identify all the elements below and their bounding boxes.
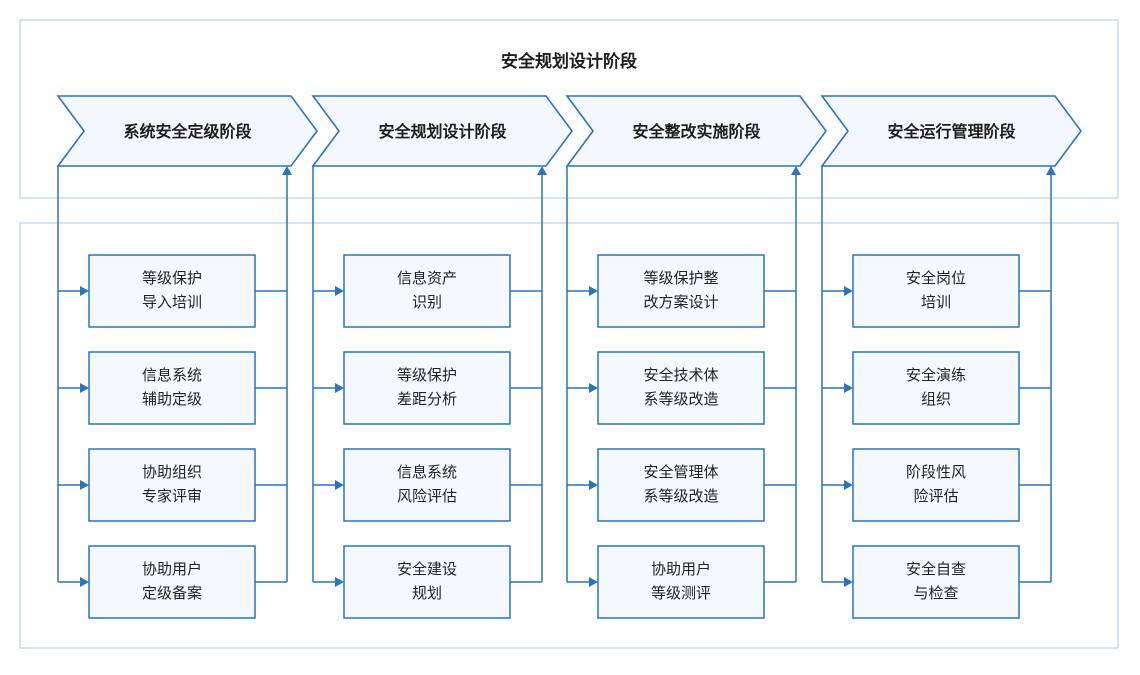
right-arrow-icon: [80, 577, 89, 587]
step-card-line: 与检查: [913, 584, 958, 602]
step-card-line: 组织: [921, 390, 951, 408]
step-card: [597, 545, 765, 619]
step-card: [852, 545, 1020, 619]
step-card: [852, 254, 1020, 328]
stage-label: 安全运行管理阶段: [887, 122, 1016, 141]
step-card: [597, 254, 765, 328]
stage-label: 安全规划设计阶段: [378, 122, 507, 141]
step-card: [852, 448, 1020, 522]
step-card-line: 培训: [921, 293, 951, 311]
step-card-line: 信息系统: [142, 366, 202, 384]
step-card-line: 协助用户: [142, 560, 202, 578]
step-card-line: 等级保护: [397, 366, 457, 384]
step-card-line: 等级测评: [651, 584, 711, 602]
step-card-line: 安全技术体: [643, 366, 718, 384]
step-card: [343, 545, 511, 619]
right-arrow-icon: [589, 383, 598, 393]
stage-chevron: [820, 95, 1082, 167]
stage-chevron: [565, 95, 827, 167]
step-card-line: 定级备案: [142, 584, 202, 602]
step-card: [343, 448, 511, 522]
diagram-title: 安全规划设计阶段: [501, 51, 637, 72]
right-arrow-icon: [589, 286, 598, 296]
step-card-line: 系等级改造: [643, 487, 718, 505]
right-arrow-icon: [844, 577, 853, 587]
stage-chevron: [56, 95, 318, 167]
step-card-line: 导入培训: [142, 293, 202, 311]
step-card-line: 辅助定级: [142, 390, 202, 408]
step-card-line: 信息系统: [397, 463, 457, 481]
right-arrow-icon: [589, 480, 598, 490]
up-arrow-icon: [791, 166, 801, 175]
right-arrow-icon: [335, 577, 344, 587]
step-card: [343, 254, 511, 328]
step-card-line: 信息资产: [397, 269, 457, 287]
right-arrow-icon: [80, 383, 89, 393]
up-arrow-icon: [282, 166, 292, 175]
right-arrow-icon: [589, 577, 598, 587]
step-card-line: 安全建设: [397, 560, 457, 578]
stage-label: 系统安全定级阶段: [123, 122, 252, 141]
step-card-line: 险评估: [913, 487, 958, 505]
right-arrow-icon: [80, 286, 89, 296]
step-card: [852, 351, 1020, 425]
stage-column-3: 安全整改实施阶段等级保护整改方案设计安全技术体系等级改造安全管理体系等级改造协助…: [565, 95, 827, 619]
right-arrow-icon: [844, 480, 853, 490]
up-arrow-icon: [537, 166, 547, 175]
step-card-line: 等级保护: [142, 269, 202, 287]
step-card-line: 风险评估: [397, 487, 457, 505]
step-card: [343, 351, 511, 425]
step-card-line: 协助组织: [142, 463, 202, 481]
right-arrow-icon: [844, 286, 853, 296]
right-arrow-icon: [80, 480, 89, 490]
step-card-line: 安全管理体: [643, 463, 718, 481]
right-arrow-icon: [844, 383, 853, 393]
right-arrow-icon: [335, 286, 344, 296]
step-card: [597, 448, 765, 522]
stage-chevron: [311, 95, 573, 167]
right-arrow-icon: [335, 383, 344, 393]
stage-label: 安全整改实施阶段: [632, 122, 761, 141]
step-card-line: 识别: [412, 293, 442, 311]
right-arrow-icon: [335, 480, 344, 490]
step-card: [88, 448, 256, 522]
step-card-line: 阶段性风: [906, 463, 966, 481]
step-card: [88, 254, 256, 328]
step-card-line: 专家评审: [142, 487, 202, 505]
step-card-line: 等级保护整: [643, 269, 718, 287]
step-card-line: 安全岗位: [906, 269, 966, 287]
step-card-line: 协助用户: [651, 560, 711, 578]
step-card: [597, 351, 765, 425]
step-card-line: 安全自查: [906, 560, 966, 578]
step-card-line: 系等级改造: [643, 390, 718, 408]
up-arrow-icon: [1046, 166, 1056, 175]
stages-layer: 系统安全定级阶段等级保护导入培训信息系统辅助定级协助组织专家评审协助用户定级备案…: [56, 95, 1082, 619]
step-card: [88, 351, 256, 425]
step-card-line: 改方案设计: [643, 293, 718, 311]
step-card-line: 安全演练: [906, 366, 966, 384]
step-card-line: 差距分析: [397, 390, 457, 408]
step-card-line: 规划: [412, 584, 442, 602]
step-card: [88, 545, 256, 619]
